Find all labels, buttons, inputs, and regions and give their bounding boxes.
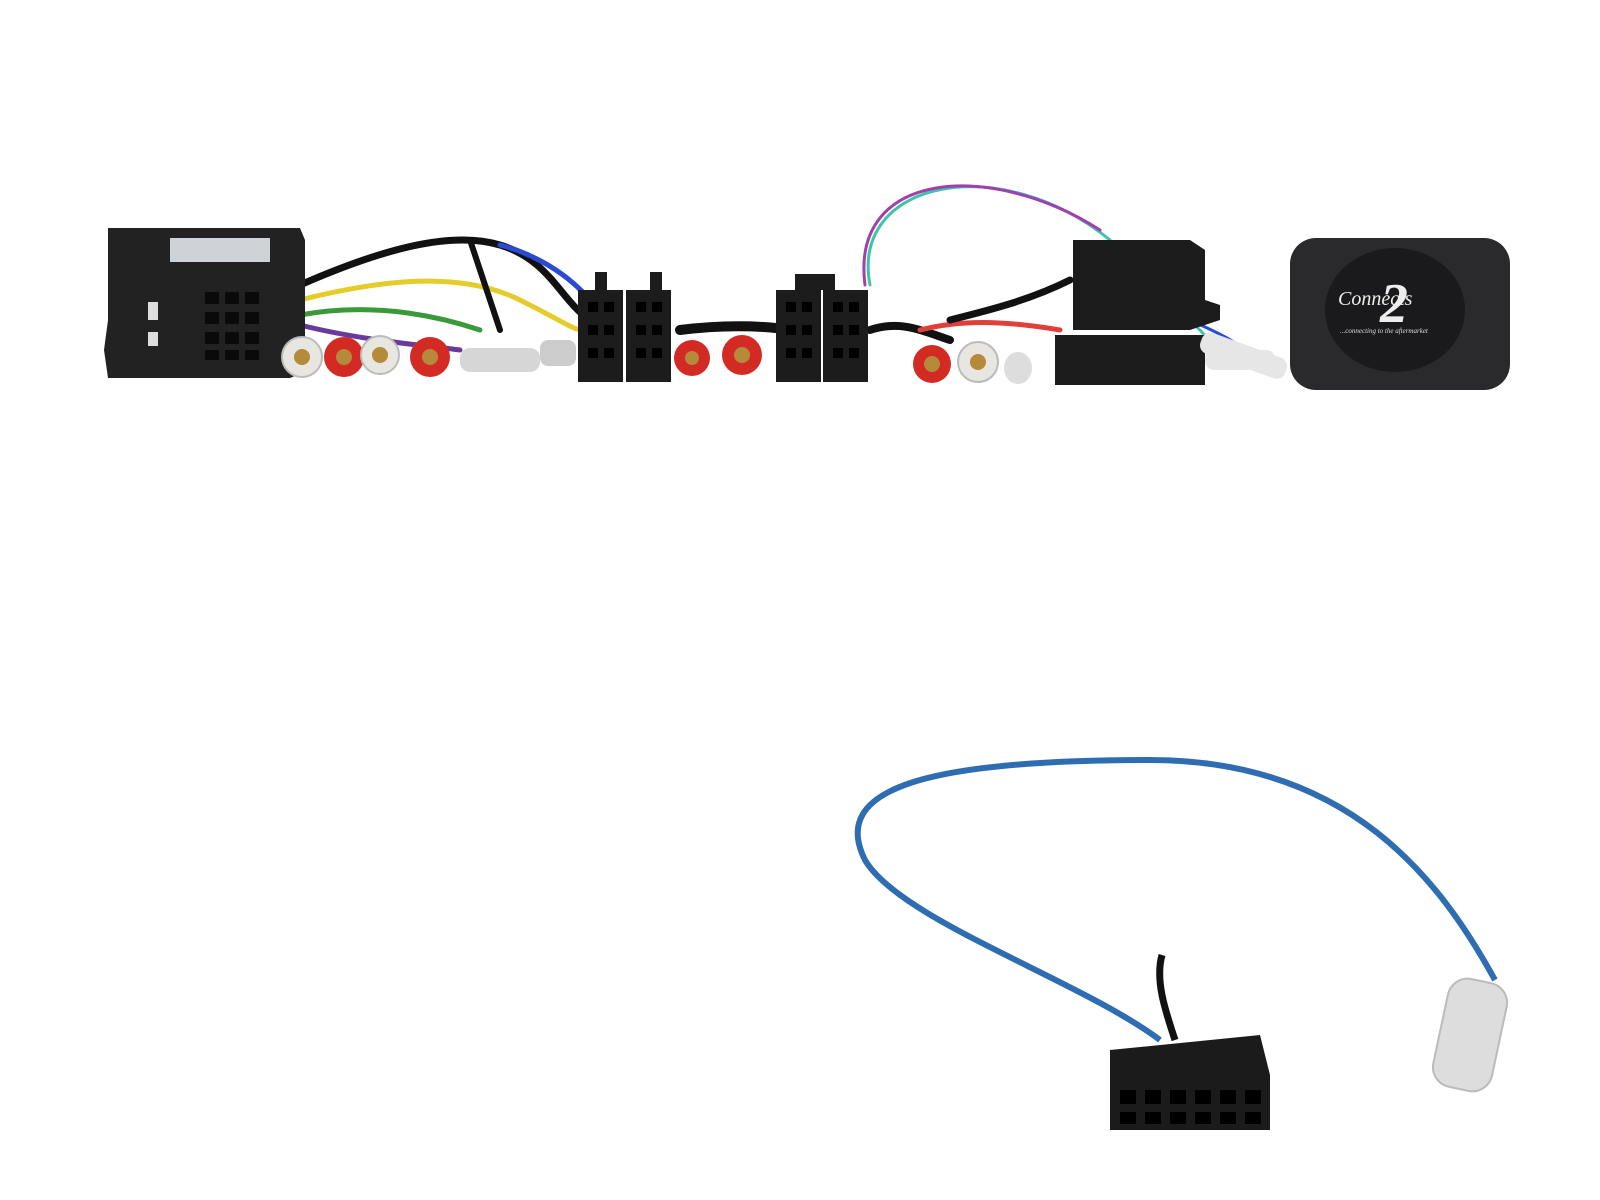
interface-box: 2 Connects ...connecting to the aftermar… [1290, 238, 1510, 390]
connects2-logo: 2 Connects ...connecting to the aftermar… [1338, 273, 1429, 335]
antenna-adapter-cable [854, 756, 1509, 1130]
svg-text:Connects: Connects [1338, 288, 1413, 310]
multi-pin-connector [1110, 1035, 1270, 1130]
rca-plugs [281, 335, 1032, 384]
quadlock-connector [104, 228, 305, 378]
svg-text:...connecting to the aftermark: ...connecting to the aftermarket [1340, 327, 1429, 335]
iso-connectors [578, 240, 1288, 385]
svg-text:2: 2 [1379, 273, 1408, 335]
antenna-plug [1431, 977, 1509, 1093]
